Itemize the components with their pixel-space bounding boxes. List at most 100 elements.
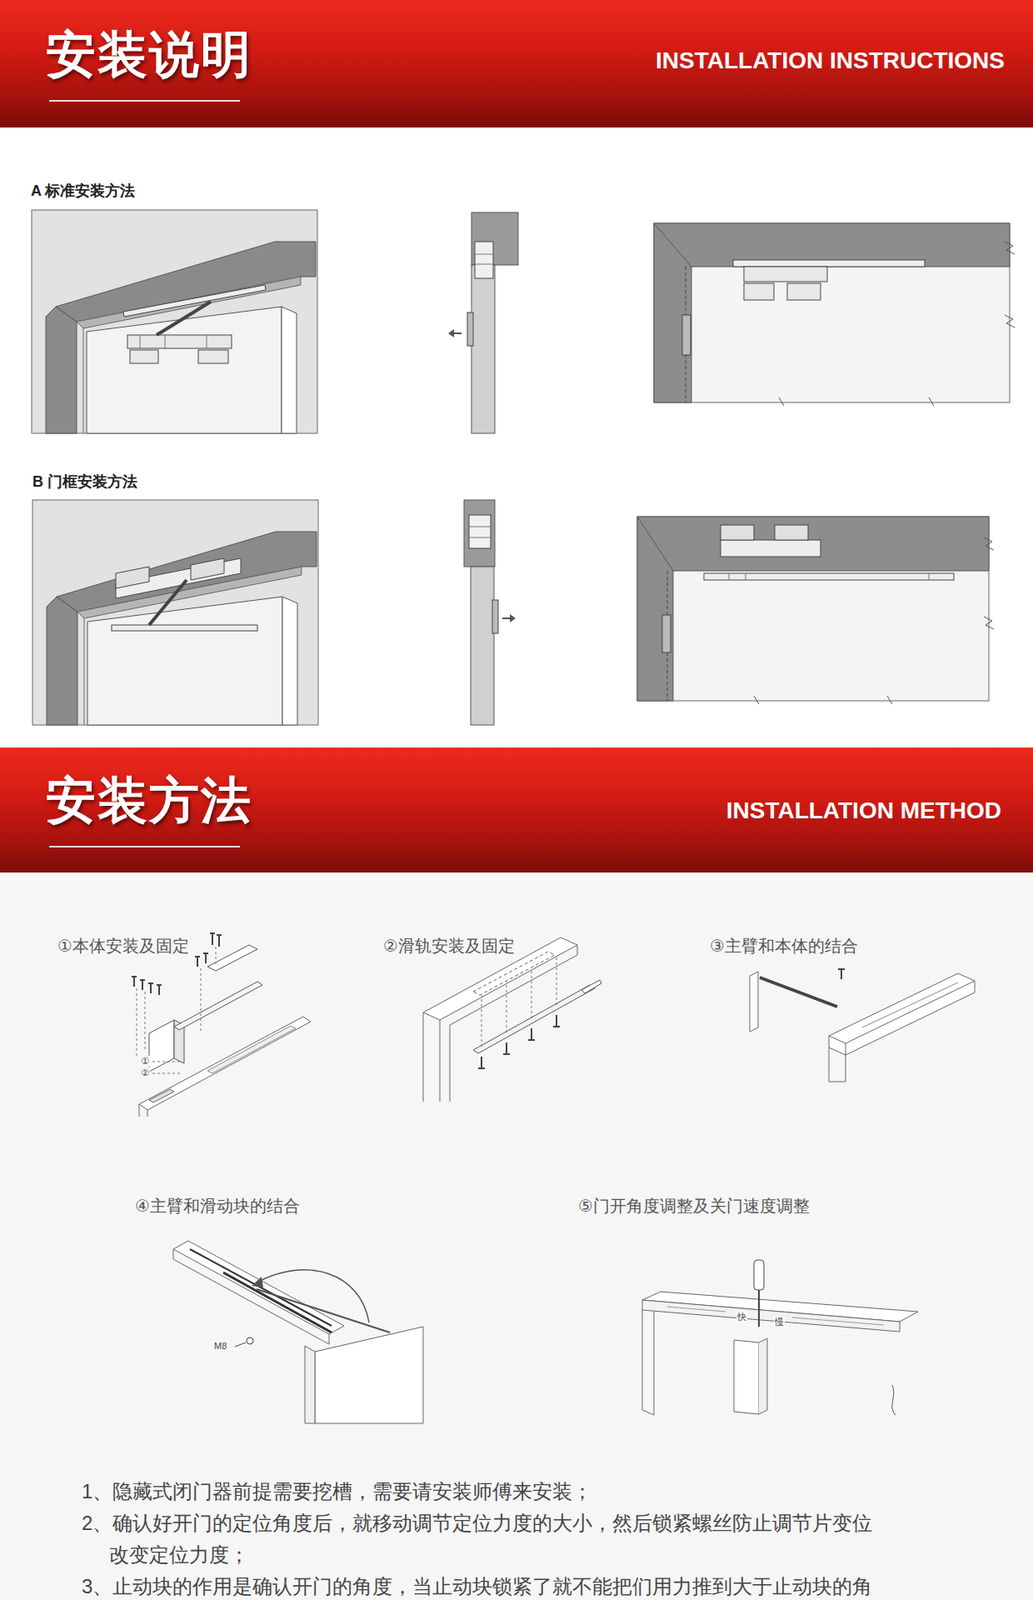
frame-side-view-part xyxy=(509,613,516,623)
standard-front-view-part xyxy=(653,223,692,267)
step4-illustration-part xyxy=(234,1342,246,1347)
frame-side-view-part xyxy=(502,617,511,619)
frame-side-view xyxy=(464,499,516,725)
title-underline xyxy=(49,845,240,848)
step4-illustration-part xyxy=(314,1326,424,1423)
frame-front-view-part xyxy=(720,524,754,540)
standard-perspective-part xyxy=(86,306,282,434)
frame-front-view-part xyxy=(703,573,954,580)
standard-front-view-part xyxy=(787,283,821,300)
step-title: ⑤门开角度调整及关门速度调整 xyxy=(578,1195,810,1216)
section-label: A 标准安装方法 xyxy=(30,182,135,201)
frame-front-view-part xyxy=(774,524,809,540)
step1-illustration-part xyxy=(152,1061,183,1073)
callout-number: ① xyxy=(139,1055,150,1067)
frame-front-view-part xyxy=(753,537,994,704)
step2-illustration-part xyxy=(581,979,602,994)
step3-illustration xyxy=(749,968,975,1082)
standard-perspective-part xyxy=(139,334,207,349)
step4-illustration-part xyxy=(173,1240,345,1334)
frame-front-view-part xyxy=(637,516,989,701)
standard-perspective xyxy=(31,209,318,434)
step4-illustration-part xyxy=(246,1337,254,1344)
standard-perspective-part xyxy=(198,349,229,364)
step5-illustration-part xyxy=(758,1337,768,1414)
frame-front-view-part xyxy=(720,539,821,557)
section-title: 安装方法 xyxy=(45,775,253,826)
standard-side-view-part xyxy=(474,254,494,265)
step5-illustration-part xyxy=(733,1339,759,1414)
step4-illustration-part xyxy=(173,1248,330,1344)
standard-perspective-part xyxy=(31,209,318,434)
frame-side-view-part xyxy=(492,599,499,634)
step-title: ①本体安装及固定 xyxy=(57,935,190,956)
standard-perspective-part xyxy=(281,306,297,434)
step2-illustration-part xyxy=(473,984,595,1053)
step5-illustration-part xyxy=(892,1384,896,1415)
frame-perspective xyxy=(32,499,319,725)
standard-front-view-part xyxy=(733,259,925,267)
step1-illustration-part xyxy=(149,1088,175,1103)
step1-illustration-part xyxy=(207,944,258,971)
step2-illustration-part xyxy=(473,951,555,995)
step5-illustration xyxy=(642,1259,919,1415)
standard-side-view-part xyxy=(467,312,474,346)
standard-front-view xyxy=(653,223,1015,406)
step3-illustration-part xyxy=(828,1047,846,1082)
note-text: 1、隐藏式闭门器前提需要挖槽，需要请安装师傅来安装； xyxy=(81,1475,883,1508)
step4-illustration-part xyxy=(189,1248,332,1326)
step-title: ④主臂和滑动块的结合 xyxy=(134,1195,300,1216)
standard-perspective-part xyxy=(129,349,159,364)
step1-illustration-part xyxy=(207,1025,296,1073)
frame-side-view-part xyxy=(470,566,495,725)
step4-illustration-part xyxy=(256,1269,370,1323)
standard-perspective-part xyxy=(83,328,85,434)
frame-perspective-part xyxy=(84,618,85,725)
method-ground xyxy=(0,872,1033,1600)
callout-number: ② xyxy=(139,1067,150,1078)
section-subtitle: INSTALLATION INSTRUCTIONS xyxy=(655,49,1005,73)
standard-perspective-part xyxy=(127,334,232,349)
step1-illustration-part xyxy=(139,1016,311,1110)
step4-illustration-part xyxy=(256,1288,390,1333)
frame-side-view-part xyxy=(469,514,491,549)
header-band: 安装说明INSTALLATION INSTRUCTIONS xyxy=(0,0,1033,128)
standard-front-view-part xyxy=(653,223,1010,403)
step1-illustration-part xyxy=(149,1019,175,1072)
standard-front-view-part xyxy=(682,314,691,355)
step5-illustration-part xyxy=(758,1289,760,1327)
step5-illustration-part xyxy=(753,1259,764,1290)
frame-front-view-part xyxy=(662,614,671,653)
step3-illustration-part xyxy=(828,980,975,1055)
step4-illustration-part xyxy=(251,1276,264,1288)
step2-illustration-part xyxy=(478,1026,560,1068)
frame-perspective-part xyxy=(111,624,258,631)
standard-perspective-part xyxy=(156,301,211,335)
standard-side-view-part xyxy=(474,241,494,279)
step-title: ③主臂和本体的结合 xyxy=(709,935,859,956)
step5-illustration-part xyxy=(642,1299,900,1332)
step4-illustration-part xyxy=(223,1272,332,1333)
step3-illustration-part xyxy=(838,968,845,979)
step3-illustration-part xyxy=(749,971,759,1032)
standard-front-view-part xyxy=(743,266,828,282)
standard-perspective-part xyxy=(45,306,77,434)
step1-illustration-part xyxy=(174,981,263,1030)
step5-illustration-part xyxy=(642,1309,654,1415)
standard-side-view xyxy=(448,212,519,434)
step3-illustration-part xyxy=(862,982,959,1028)
frame-perspective-part xyxy=(149,579,187,625)
frame-front-view-part xyxy=(637,516,989,701)
title-underline xyxy=(49,99,240,102)
step1-illustration-part xyxy=(139,1103,148,1117)
frame-perspective-part xyxy=(115,558,225,589)
header-band: 安装方法INSTALLATION METHOD xyxy=(0,747,1033,873)
frame-perspective-part xyxy=(46,596,78,725)
standard-side-view-part xyxy=(448,329,455,338)
frame-front-view-part xyxy=(728,573,929,580)
standard-side-view-part xyxy=(471,264,495,434)
speed-mark: 快 xyxy=(736,1311,748,1323)
step2-illustration-part xyxy=(481,1014,557,1068)
frame-perspective-part xyxy=(32,499,319,725)
standard-front-view-part xyxy=(653,223,1010,403)
